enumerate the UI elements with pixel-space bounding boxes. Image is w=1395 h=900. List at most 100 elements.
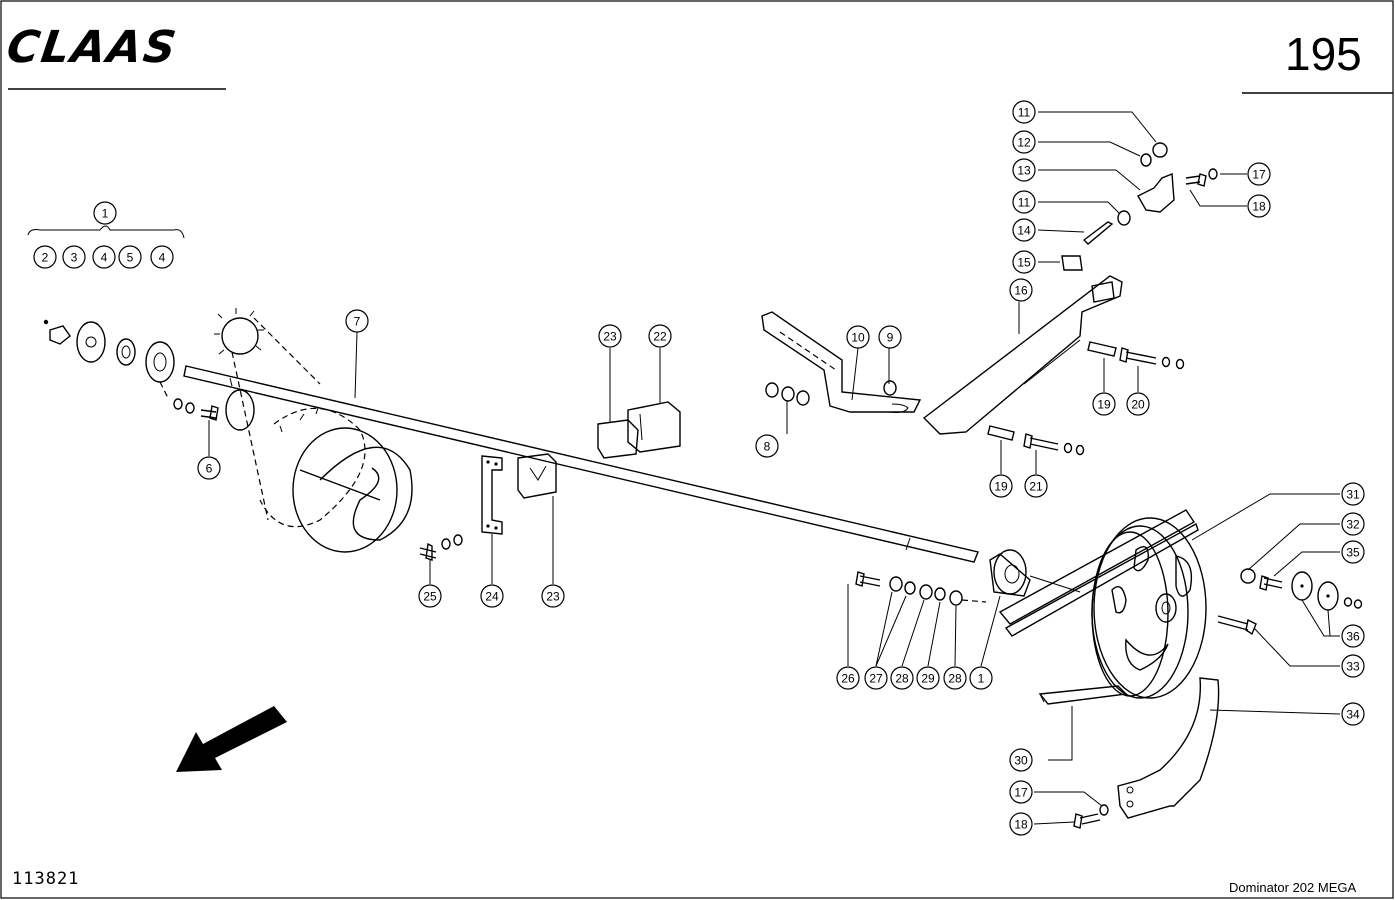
callout-circle — [541, 584, 565, 608]
callout-number: 34 — [1346, 708, 1360, 722]
callout-circle — [118, 245, 142, 269]
part-callout-29: 29 — [916, 666, 940, 690]
callout-number: 23 — [546, 590, 560, 604]
callout-number: 23 — [603, 330, 617, 344]
sprocket-chain-auger — [214, 308, 413, 553]
part-callout-15: 15 — [1012, 250, 1036, 274]
callout-circle — [989, 474, 1013, 498]
callout-number: 17 — [1252, 168, 1266, 182]
callout-number: 15 — [1017, 256, 1031, 270]
part-callout-30: 30 — [1009, 748, 1033, 772]
callout-number: 18 — [1252, 200, 1266, 214]
part-callout-5: 5 — [118, 245, 142, 269]
part-callout-26: 26 — [836, 666, 860, 690]
callout-circle — [480, 584, 504, 608]
callout-circle — [1341, 482, 1365, 506]
callout-circle — [1012, 250, 1036, 274]
part-callout-8: 8 — [755, 434, 779, 458]
callout-number: 20 — [1131, 398, 1145, 412]
bearing-kit-parts — [27, 225, 219, 456]
part-callout-17: 17 — [1247, 162, 1271, 186]
callout-circle — [943, 666, 967, 690]
callout-number: 1 — [102, 207, 109, 221]
part-callout-1: 1 — [93, 201, 117, 225]
callout-circle — [62, 245, 86, 269]
callout-number: 11 — [1018, 196, 1031, 210]
callout-circle — [1012, 100, 1036, 124]
callout-number: 30 — [1014, 754, 1028, 768]
callout-number: 35 — [1346, 546, 1360, 560]
callout-circle — [1341, 540, 1365, 564]
callout-circle — [1012, 130, 1036, 154]
part-callout-19: 19 — [989, 474, 1013, 498]
callout-circle — [755, 434, 779, 458]
part-callout-31: 31 — [1341, 482, 1365, 506]
direction-arrow-icon — [176, 706, 287, 772]
callout-circle — [345, 309, 369, 333]
part-callout-18: 18 — [1009, 812, 1033, 836]
part-callout-25: 25 — [418, 584, 442, 608]
page-number: 195 — [1285, 28, 1362, 80]
callout-number: 27 — [869, 672, 883, 686]
bracket-and-bearing-block — [419, 453, 557, 584]
part-callout-35: 35 — [1341, 540, 1365, 564]
callout-number: 4 — [101, 251, 108, 265]
callout-number: 4 — [159, 251, 166, 265]
callout-number: 2 — [42, 251, 49, 265]
brand-logo: CLAAS — [4, 22, 181, 73]
part-callout-19: 19 — [1092, 392, 1116, 416]
part-callout-23: 23 — [598, 324, 622, 348]
part-callout-6: 6 — [197, 456, 221, 480]
part-callout-21: 21 — [1024, 474, 1048, 498]
part-callout-4: 4 — [92, 245, 116, 269]
callout-circle — [1009, 748, 1033, 772]
callout-circle — [93, 201, 117, 225]
callout-circle — [864, 666, 888, 690]
part-callout-28: 28 — [943, 666, 967, 690]
part-callout-7: 7 — [345, 309, 369, 333]
support-beam-assembly — [922, 111, 1247, 474]
callout-number: 32 — [1346, 518, 1360, 532]
callout-circle — [1009, 780, 1033, 804]
callout-number: 22 — [653, 330, 667, 344]
callout-circle — [1341, 512, 1365, 536]
callout-circle — [836, 666, 860, 690]
callout-number: 28 — [948, 672, 962, 686]
callout-circle — [598, 324, 622, 348]
callout-circle — [1024, 474, 1048, 498]
part-callout-22: 22 — [648, 324, 672, 348]
callout-circle — [1009, 812, 1033, 836]
part-callout-13: 13 — [1012, 158, 1036, 182]
callout-number: 19 — [994, 480, 1008, 494]
callout-number: 5 — [127, 251, 134, 265]
callout-number: 6 — [206, 462, 213, 476]
callout-circle — [92, 245, 116, 269]
bearing-housings — [597, 348, 681, 459]
callout-number: 9 — [887, 331, 894, 345]
callout-circle — [1012, 218, 1036, 242]
part-callout-20: 20 — [1126, 392, 1150, 416]
part-callout-3: 3 — [62, 245, 86, 269]
callout-circle — [33, 245, 57, 269]
callout-number: 36 — [1346, 630, 1360, 644]
part-callout-2: 2 — [33, 245, 57, 269]
part-callout-36: 36 — [1341, 624, 1365, 648]
callout-circle — [1341, 624, 1365, 648]
part-callout-17: 17 — [1009, 780, 1033, 804]
callout-circle — [1247, 162, 1271, 186]
callout-number: 31 — [1346, 488, 1360, 502]
callout-number: 24 — [485, 590, 499, 604]
callout-circle — [890, 666, 914, 690]
part-callout-1: 1 — [969, 666, 993, 690]
callout-circle — [1009, 278, 1033, 302]
callout-number: 18 — [1014, 818, 1028, 832]
callout-circle — [1126, 392, 1150, 416]
callout-circle — [969, 666, 993, 690]
callout-number: 14 — [1017, 224, 1031, 238]
callout-number: 12 — [1017, 136, 1031, 150]
callout-circle — [1012, 158, 1036, 182]
callout-number: 17 — [1014, 786, 1028, 800]
callout-number: 7 — [354, 315, 361, 329]
